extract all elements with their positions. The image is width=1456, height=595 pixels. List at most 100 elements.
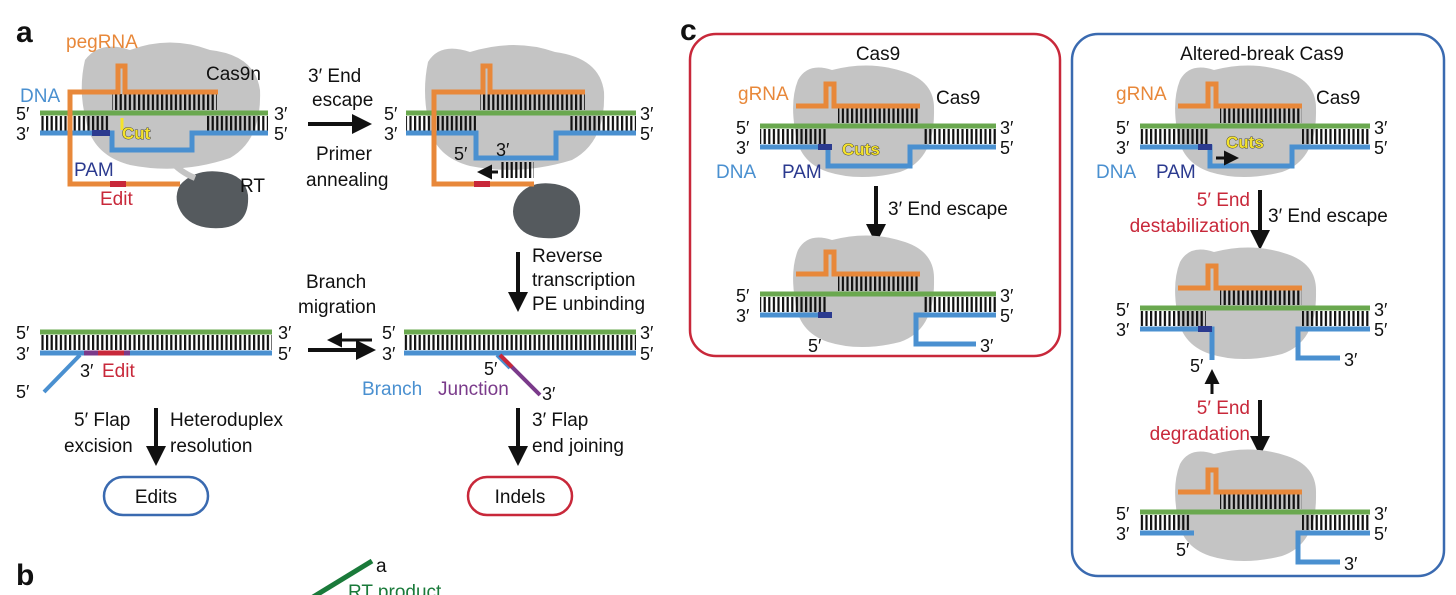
step2-line2: annealing (306, 170, 388, 191)
altered-break-box-title: Altered-break Cas9 (1180, 44, 1344, 65)
bp-right-r3 (1302, 515, 1370, 530)
base-pairs-left (40, 116, 110, 131)
five-c2a: 5′ (736, 286, 750, 306)
bp-left-c1 (760, 129, 828, 144)
five-c1a: 5′ (736, 118, 750, 138)
five-prime-4d: 5′ (278, 344, 292, 364)
bp-right-c2 (924, 297, 996, 312)
flap3-line2: end joining (532, 436, 624, 457)
edits-label: Edits (135, 487, 177, 508)
pe-complex-initial: pegRNA Cas9n DNA 5′ 3′ 3′ 5′ Cut PAM Edi… (16, 32, 288, 229)
cas9-box: Cas9 gRNA Cas9 5′ 3′ 3′ 5′ Cuts DNA PAM … (688, 32, 1062, 358)
three-prime-top-right: 3′ (274, 104, 288, 124)
five-prime-4a: 5′ (16, 323, 30, 343)
grna-c2 (796, 249, 920, 277)
edits-box (102, 475, 210, 517)
bp-rna-c2 (838, 276, 920, 291)
pam-r2 (1198, 326, 1212, 332)
step-flap-excision: 5′ Flap excision Heteroduplex resolution… (64, 408, 284, 517)
pegrna-label: pegRNA (66, 32, 138, 53)
rt-domain (176, 171, 249, 229)
three-prime-3f: 3′ (542, 384, 556, 404)
rt-domain-2 (513, 183, 581, 239)
cas9-box-frame (688, 32, 1062, 358)
three-r2f: 3′ (1344, 350, 1358, 370)
cas9-label-c1: Cas9 (936, 88, 980, 109)
three-prime-bottom-left-2: 3′ (384, 124, 398, 144)
cuts-label-c1: Cuts (842, 140, 880, 159)
step-flap-end-joining: 3′ Flap end joining Indels (466, 408, 624, 517)
step-3end-escape: 3′ End escape Primer annealing (306, 66, 388, 191)
dna-heteroduplex: 5′ 3′ 3′ 5′ 5′ 3′ Edit (16, 323, 292, 402)
three-r3c: 3′ (1374, 504, 1388, 524)
dna-bottom-r3-right (1295, 530, 1370, 565)
five-r2e: 5′ (1190, 356, 1204, 376)
pam-c2 (818, 312, 832, 318)
indels-label: Indels (495, 487, 546, 508)
branch-mig-line1: Branch (306, 272, 366, 293)
panel-b-label: b (16, 559, 34, 592)
three-r3b: 3′ (1116, 524, 1130, 544)
panel-a-label: a (16, 16, 33, 49)
pegrna-edit (110, 181, 126, 187)
dna-bottom-c2-right (913, 312, 996, 347)
three-r3f: 3′ (1344, 554, 1358, 574)
base-pairs-rna-2 (480, 94, 585, 110)
three-prime-flap: 3′ (496, 140, 510, 160)
grna-r2 (1178, 263, 1302, 291)
dna-label-c1: DNA (716, 162, 756, 183)
five-prime-4e: 5′ (16, 382, 30, 402)
pegrna-strand (67, 63, 218, 187)
three-c2c: 3′ (1000, 286, 1014, 306)
heteroduplex-5-flap (42, 353, 82, 394)
bp-left-c2 (760, 297, 828, 312)
three-prime-4b: 3′ (16, 344, 30, 364)
five-r1d: 5′ (1374, 138, 1388, 158)
bp-right-r2 (1302, 311, 1370, 326)
three-c1c: 3′ (1000, 118, 1014, 138)
dna-branch-junction: 5′ 3′ 3′ 5′ 5′ 3′ Branch Junction (362, 323, 654, 404)
degr-line1: 5′ End (1197, 398, 1250, 419)
base-pairs-primer (500, 162, 534, 178)
rt-label: RT (240, 176, 265, 197)
five-prime-3e: 5′ (484, 359, 498, 379)
branch-mig-line2: migration (298, 297, 376, 318)
five-prime-top-left: 5′ (16, 104, 30, 124)
three-c2b: 3′ (736, 306, 750, 326)
rt-product-label: RT product (348, 582, 442, 595)
five-prime-3d: 5′ (640, 344, 654, 364)
junction-label: Junction (438, 379, 509, 400)
rt-product-strand (311, 558, 374, 595)
five-r1a: 5′ (1116, 118, 1130, 138)
junction-edit (498, 353, 514, 369)
five-c2e: 5′ (808, 336, 822, 356)
bp-right-r1 (1302, 129, 1370, 144)
cas9-protein-c2 (793, 235, 935, 347)
linker (167, 158, 197, 181)
dna-bottom-strand-2 (406, 130, 636, 161)
three-r2c: 3′ (1374, 300, 1388, 320)
dna-label-r1: DNA (1096, 162, 1136, 183)
pam-label-c1: PAM (782, 162, 822, 183)
cuts-label-r1: Cuts (1226, 133, 1264, 152)
three-prime-4c: 3′ (278, 323, 292, 343)
dna-bottom-r2-right (1295, 326, 1370, 361)
step-reverse-transcription: Reverse transcription PE unbinding (508, 246, 645, 315)
altered-break-box-frame (1070, 32, 1446, 578)
panel-c: c Cas9 gRNA Cas9 5′ 3′ 3′ 5′ Cuts DNA PA… (680, 14, 1446, 578)
pam-label-r1: PAM (1156, 162, 1196, 183)
bp-left-r2 (1140, 311, 1206, 326)
branch-label: Branch (362, 379, 422, 400)
bp-left-r3 (1140, 515, 1190, 530)
hetero-line2: resolution (170, 436, 252, 457)
cas9n-label: Cas9n (206, 64, 261, 85)
three-r2b: 3′ (1116, 320, 1130, 340)
five-c1d: 5′ (1000, 138, 1014, 158)
destab-line2: destabilization (1130, 216, 1250, 237)
five-r3e: 5′ (1176, 540, 1190, 560)
edit-label-2: Edit (102, 361, 135, 382)
five-r2d: 5′ (1374, 320, 1388, 340)
indels-box (466, 475, 574, 517)
base-pairs-right (205, 116, 268, 131)
